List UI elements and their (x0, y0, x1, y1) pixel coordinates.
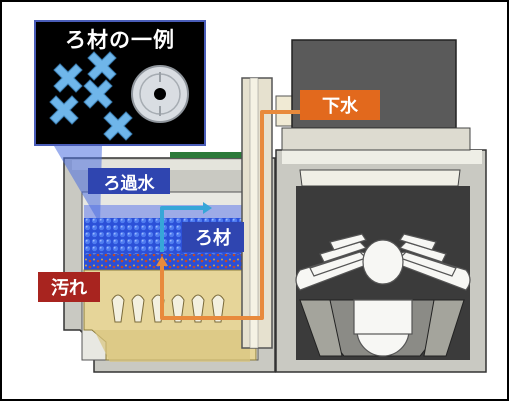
filter-media-photo (49, 51, 189, 141)
dirt-layer (84, 254, 256, 270)
filtered-water-label: ろ過水 (88, 168, 170, 194)
sewage-flow-line (160, 110, 300, 320)
dirt-label: 汚れ (38, 272, 100, 302)
sewage-flow-arrow (156, 256, 168, 266)
right-unit (275, 39, 487, 373)
inset-title: ろ材の一例 (65, 28, 175, 52)
filter-media-label: ろ材 (182, 222, 244, 252)
filtered-water-layer (84, 205, 256, 220)
water-flow-arrow (203, 202, 212, 214)
coin (131, 65, 189, 123)
filter-media-pieces (49, 51, 133, 141)
filter-media-example-inset: ろ材の一例 (34, 20, 206, 146)
water-flow-line (160, 206, 205, 252)
left-tank (63, 152, 276, 373)
sewage-label: 下水 (300, 90, 380, 120)
inset-pointer (54, 146, 102, 224)
